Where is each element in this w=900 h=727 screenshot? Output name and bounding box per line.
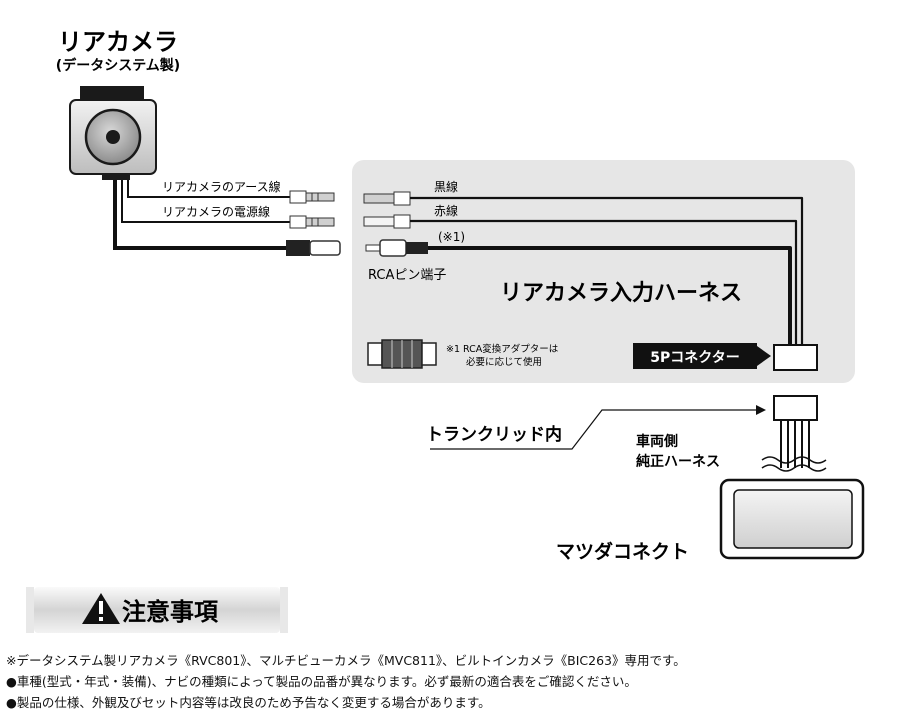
vehicle-5p-connector — [773, 395, 818, 421]
camera-ground-connector — [289, 190, 335, 204]
vehicle-harness-line2: 純正ハーネス — [636, 453, 720, 470]
caution-notes: ※データシステム製リアカメラ《RVC801》、マルチビューカメラ《MVC811》… — [6, 650, 896, 713]
mazda-connect-unit — [719, 478, 865, 560]
camera-subtitle: (データシステム製) — [56, 57, 180, 74]
mazda-connect-label: マツダコネクト — [556, 540, 689, 563]
connector-arrow-icon — [757, 346, 771, 366]
harness-black-connector — [363, 191, 411, 206]
note-mark-label: (※1) — [438, 230, 465, 244]
warning-icon — [82, 593, 120, 624]
connector-label: 5Pコネクター — [650, 350, 739, 366]
harness-rca-connector — [365, 239, 428, 257]
adapter-note-line1: ※1 RCA変換アダプターは — [446, 343, 559, 355]
camera-power-label: リアカメラの電源線 — [162, 204, 270, 219]
caution-note-3: ●製品の仕様、外観及びセット内容等は改良のため予告なく変更する場合があります。 — [6, 695, 491, 710]
rear-camera — [69, 86, 157, 180]
connector-label-box — [633, 343, 757, 369]
harness-panel — [352, 160, 855, 383]
camera-wires — [113, 180, 290, 250]
rca-adapter — [367, 339, 437, 369]
caution-note-1: ※データシステム製リアカメラ《RVC801》、マルチビューカメラ《MVC811》… — [6, 653, 686, 668]
vehicle-harness-line1: 車両側 — [636, 433, 678, 450]
caution-title: 注意事項 — [122, 598, 219, 626]
black-wire-label: 黒線 — [434, 179, 458, 194]
harness-red-connector — [363, 214, 411, 229]
vehicle-wires — [780, 420, 810, 468]
trunk-arrow-icon — [756, 405, 766, 415]
caution-note-2: ●車種(型式・年式・装備)、ナビの種類によって製品の品番が異なります。必ず最新の… — [6, 674, 637, 689]
harness-5p-connector — [773, 344, 818, 371]
camera-power-connector — [289, 215, 335, 229]
camera-ground-label: リアカメラのアース線 — [162, 179, 281, 194]
rca-pin-label: RCAピン端子 — [368, 268, 446, 283]
wiring-diagram: リアカメラ (データシステム製) リアカメラのアース線 リアカメラの電源線 — [26, 28, 865, 633]
harness-wires — [410, 196, 804, 345]
camera-rca-connector — [286, 240, 341, 256]
adapter-note-line2: 必要に応じて使用 — [466, 356, 542, 368]
trunk-leader-line — [430, 409, 756, 450]
camera-title: リアカメラ — [58, 28, 178, 56]
harness-title: リアカメラ入力ハーネス — [500, 281, 742, 306]
red-wire-label: 赤線 — [434, 203, 458, 218]
trunk-label: トランクリッド内 — [426, 424, 562, 445]
